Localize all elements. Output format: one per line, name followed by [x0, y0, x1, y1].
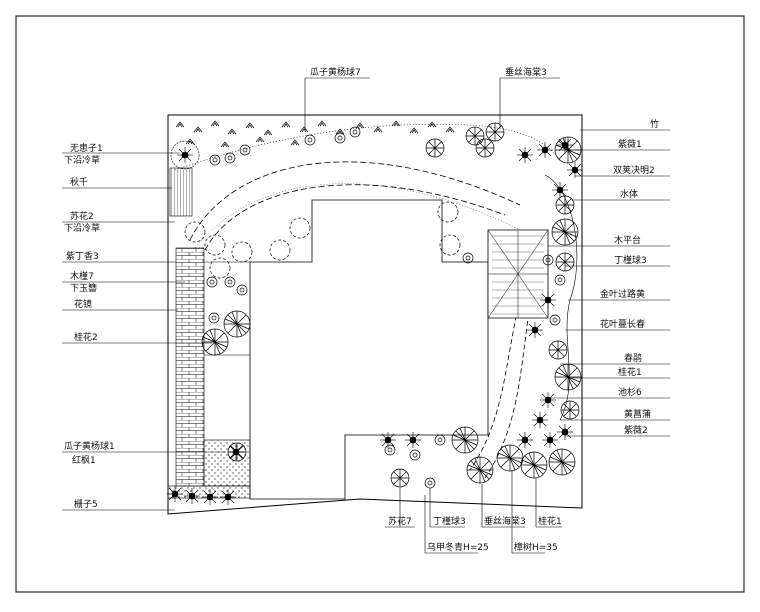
label-red-maple: 红枫1	[72, 454, 96, 466]
label-groundcover-1: 下沿冷草	[64, 154, 100, 166]
label-water: 水体	[620, 188, 638, 200]
label-boxwood-1: 瓜子黄杨球1	[64, 440, 115, 452]
stepping-stone-path	[189, 161, 521, 241]
label-flower-border: 花镜	[74, 298, 92, 310]
label-azalea: 春鹃	[624, 352, 642, 364]
soapberry-tree	[170, 140, 200, 170]
label-boxwood-7: 瓜子黄杨球7	[310, 66, 361, 78]
label-lysimachia: 金叶过路黄	[600, 288, 645, 300]
label-osmanthus-1-right: 桂花1	[618, 366, 642, 378]
swing	[169, 167, 193, 217]
label-crabapple-3-bottom: 垂丝海棠3	[484, 515, 526, 527]
label-lilac: 紫丁香3	[66, 251, 99, 262]
label-soapberry: 无患子1	[70, 142, 103, 154]
label-crape-myrtle-2: 紫薇2	[624, 424, 648, 436]
label-groundcover-2: 下沿冷草	[64, 222, 100, 234]
label-camphor: 樟树H=35	[514, 541, 558, 553]
label-osmanthus-2: 桂花2	[74, 331, 98, 343]
drawing-border	[15, 15, 745, 593]
label-flower-7: 苏花7	[388, 515, 412, 527]
label-hibiscus: 木槿7	[70, 270, 94, 282]
label-bamboo: 竹	[650, 118, 659, 130]
crape-myrtle	[516, 136, 584, 199]
gravel-area	[203, 439, 251, 487]
label-yellow-iris: 黄菖蒲	[624, 408, 651, 420]
label-crabapple-3-top: 垂丝海棠3	[505, 66, 547, 78]
label-crape-myrtle-1: 紫薇1	[618, 138, 642, 150]
label-gardenia: 栅子5	[74, 498, 98, 510]
label-bald-cypress: 池杉6	[618, 386, 642, 398]
boxwood-balls	[209, 126, 361, 166]
crabapple-trees	[425, 122, 505, 158]
label-flower-2: 苏花2	[70, 210, 94, 222]
label-swing: 秋千	[70, 176, 88, 188]
label-hibiscus-ball-bottom: 丁槿球3	[433, 515, 466, 527]
label-vinca: 花叶蔓长春	[600, 318, 645, 330]
label-wood-deck: 木平台	[614, 234, 641, 246]
site-boundary	[167, 114, 583, 515]
label-cassia: 双荚决明2	[613, 164, 655, 176]
label-hibiscus-ball-right: 丁槿球3	[614, 254, 647, 266]
building-footprint	[249, 199, 489, 500]
label-holly: 乌甲冬青H=25	[427, 541, 489, 553]
label-osmanthus-1-bottom: 桂花1	[538, 515, 562, 527]
brick-paving	[175, 247, 205, 487]
label-hosta: 下玉簪	[70, 282, 97, 294]
